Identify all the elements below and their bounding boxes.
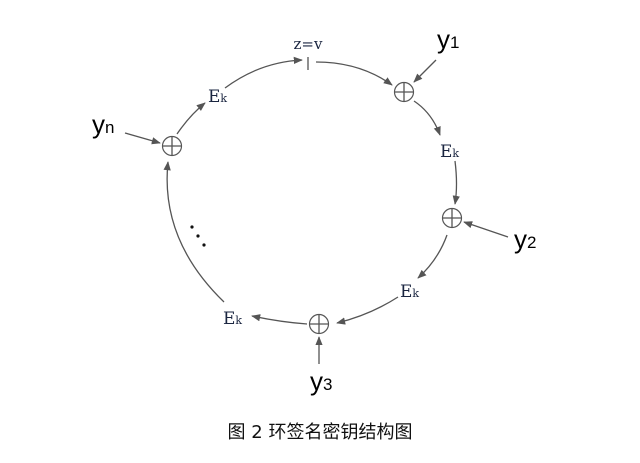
ek-block-3: Ek [400,282,419,302]
arrow-y2 [463,221,509,238]
ellipsis-dots [190,225,206,247]
arrow-xor3-to-ek [251,314,308,325]
arrow-ek-to-xor2 [452,160,460,205]
ek-block-4: Ek [223,309,242,329]
xor-node-2 [441,207,463,229]
arrow-ek-to-start [224,56,303,89]
input-label-y2: y2 [514,224,536,254]
xor-node-n [161,135,183,157]
xor-node-1 [393,81,415,103]
arrow-xor1-to-ek [413,100,441,136]
arrow-ek-to-xorn [163,161,225,303]
start-label: z=v [294,35,323,53]
input-label-y1: y1 [437,24,459,54]
input-label-y3: y3 [310,366,332,396]
arrow-y1 [413,59,437,83]
arrow-ek-to-xor3 [336,296,399,325]
ek-block-2: Ek [440,142,459,162]
ek-block-1: Ek [208,87,227,107]
input-label-yn: yn [92,109,114,139]
arrow-xorn-to-ek [176,102,206,135]
arrow-yn [124,132,161,145]
figure-caption: 图 2 环签名密钥结构图 [227,422,413,443]
arrow-start-to-xor1 [315,61,393,86]
xor-node-3 [308,313,330,335]
arrow-xor2-to-ek [417,234,448,279]
